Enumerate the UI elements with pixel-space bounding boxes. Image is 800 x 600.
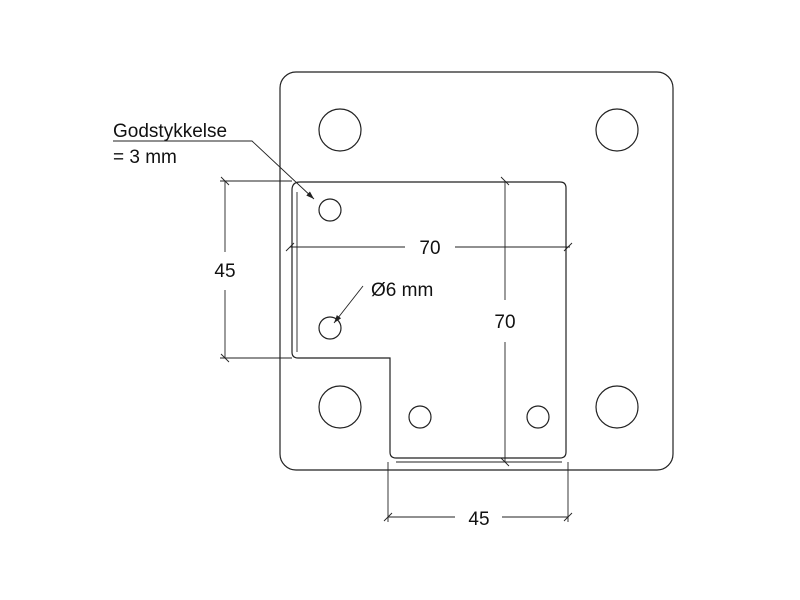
dimension-bottom-45 [383,462,573,522]
dimension-top-width-label: 70 [419,238,440,259]
bracket-hole-1 [318,198,342,222]
mounting-hole-bottom-right [595,385,639,429]
dimension-left-height-label: 45 [214,261,235,282]
dimension-left-45 [220,176,292,363]
bracket-hole-2 [318,316,342,340]
bracket-hole-4 [526,405,550,429]
hole-diameter-leader [333,285,364,324]
mounting-hole-bottom-left [318,385,362,429]
hole-diameter-label: Ø6 mm [371,280,433,301]
l-bracket-outline [291,181,567,459]
dimension-top-70 [285,242,573,252]
dimension-right-70 [500,176,510,467]
thickness-label: Godstykkelse [113,121,227,142]
base-plate [279,71,674,471]
mounting-hole-top-left [318,108,362,152]
dimension-right-height-label: 70 [494,312,515,333]
thickness-value: = 3 mm [113,147,177,168]
bracket-hole-3 [408,405,432,429]
thickness-leader [113,140,315,200]
mounting-hole-top-right [595,108,639,152]
dimension-bottom-width-label: 45 [468,509,489,530]
